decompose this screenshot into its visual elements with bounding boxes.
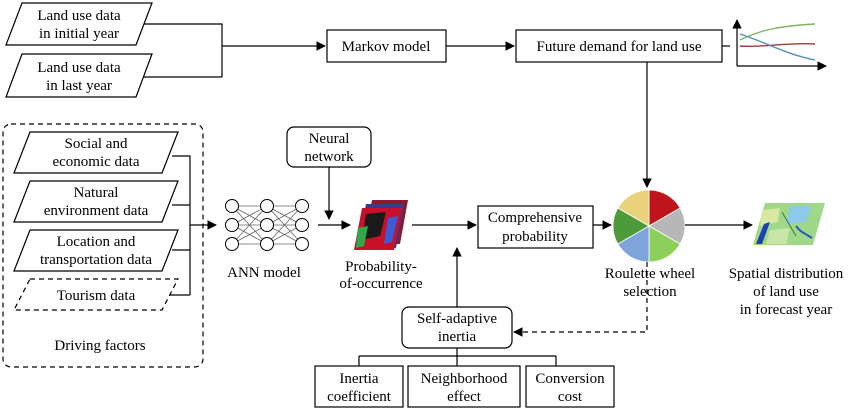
spatial-label-line2: of land use (753, 284, 819, 300)
input-initial-year-line1: Land use data (37, 8, 121, 24)
conversion-cost-box: Conversion cost (525, 365, 615, 408)
conversion-cost-line1: Conversion (535, 371, 605, 387)
inertia-coefficient-line1: Inertia (339, 371, 378, 387)
factor-location-line2: transportation data (40, 252, 152, 268)
factor-natural-environment: Natural environment data (13, 180, 179, 223)
neural-network-line2: network (304, 149, 354, 165)
factor-social-line1: Social and (65, 136, 128, 152)
factor-natural-line1: Natural (74, 185, 119, 201)
self-adaptive-line1: Self-adaptive (417, 311, 497, 327)
ann-edge (231, 205, 268, 245)
trend-line-red (739, 42, 816, 48)
inertia-coefficient-line2: coefficient (327, 389, 392, 405)
ann-node (225, 218, 239, 232)
inertia-factors-connector (358, 348, 557, 366)
neighborhood-effect-box: Neighborhood effect (407, 365, 521, 408)
ann-node (260, 237, 274, 251)
input-last-year: Land use data in last year (5, 53, 153, 98)
factor-social-line2: economic data (52, 154, 139, 170)
conversion-cost-line2: cost (558, 389, 583, 405)
ann-node (225, 199, 239, 213)
roulette-slice (617, 189, 650, 227)
spatial-map-icon (753, 203, 825, 245)
neural-network-line1: Neural (309, 131, 350, 147)
comprehensive-line2: probability (502, 229, 568, 245)
markov-model-box: Markov model (326, 29, 447, 63)
probability-label-line1: Probability- (345, 259, 417, 275)
future-demand-box: Future demand for land use (515, 29, 723, 63)
ann-node (260, 199, 274, 213)
spatial-label-line1: Spatial distribution (729, 266, 844, 282)
roulette-wheel-pie (612, 189, 686, 263)
neural-network-box: Neural network (286, 126, 372, 168)
probability-raster-icon (354, 200, 408, 250)
self-adaptive-line2: inertia (438, 329, 477, 345)
inertia-coefficient-box: Inertia coefficient (314, 365, 404, 408)
input-initial-year: Land use data in initial year (5, 2, 153, 46)
factor-social-economic: Social and economic data (13, 131, 179, 174)
neighborhood-effect-line2: effect (447, 389, 482, 405)
future-demand-label: Future demand for land use (537, 39, 702, 55)
input-initial-year-line2: in initial year (39, 26, 119, 42)
probability-label-line2: of-occurrence (339, 276, 423, 292)
trend-chart-icon (732, 19, 827, 71)
markov-model-label: Markov model (342, 39, 431, 55)
ann-node (225, 237, 239, 251)
ann-network-icon (225, 199, 309, 251)
driving-factors-caption: Driving factors (54, 338, 145, 354)
input-last-year-line1: Land use data (37, 60, 121, 76)
neighborhood-effect-line1: Neighborhood (421, 371, 508, 387)
input-merge-connector (144, 23, 223, 78)
ann-model-label: ANN model (227, 265, 301, 281)
factor-tourism-label: Tourism data (57, 288, 136, 304)
ann-node (295, 199, 309, 213)
comprehensive-probability-box: Comprehensive probability (477, 205, 594, 249)
factor-tourism: Tourism data (13, 278, 179, 311)
factor-location-transportation: Location and transportation data (13, 229, 179, 272)
roulette-label-line1: Roulette wheel (605, 266, 695, 282)
input-last-year-line2: in last year (46, 78, 112, 94)
comprehensive-line1: Comprehensive (488, 210, 582, 226)
trend-line-blue (739, 33, 816, 61)
roulette-label-line2: selection (623, 284, 677, 300)
driving-factors-group (2, 123, 204, 368)
factor-location-line1: Location and (57, 234, 136, 250)
ann-node (295, 218, 309, 232)
factor-natural-line2: environment data (44, 203, 149, 219)
factors-merge-connector (170, 155, 191, 296)
trend-line-green (739, 23, 816, 41)
ann-edge (266, 205, 303, 245)
self-adaptive-inertia-box: Self-adaptive inertia (401, 306, 513, 349)
ann-node (260, 218, 274, 232)
spatial-label-line3: in forecast year (740, 302, 832, 318)
ann-node (295, 237, 309, 251)
